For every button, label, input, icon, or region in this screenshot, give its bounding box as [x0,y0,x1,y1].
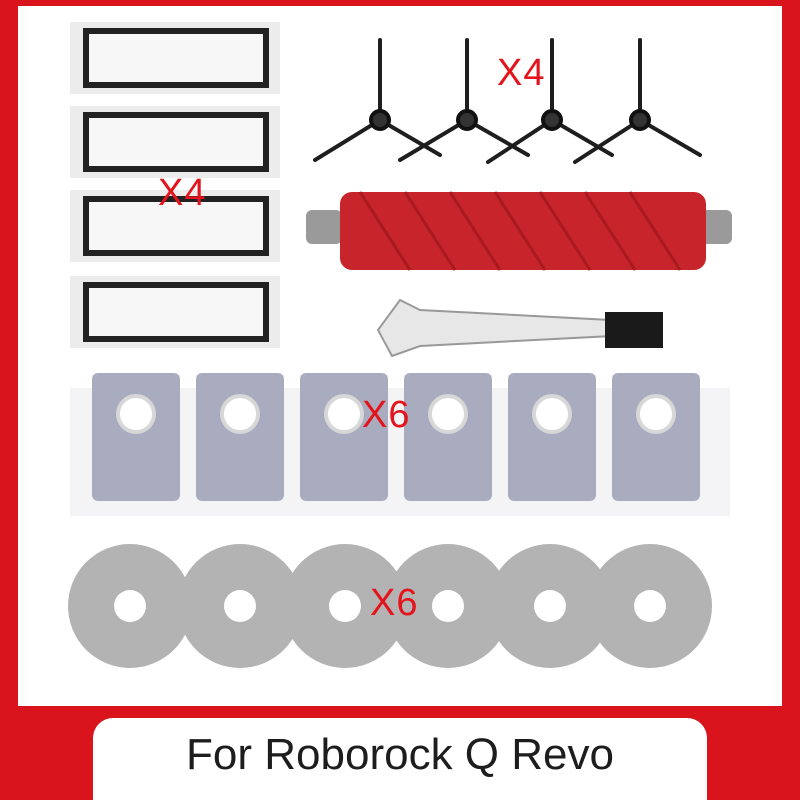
title-banner-box [93,718,707,800]
dust-bag [92,373,180,501]
dust-bag [300,373,388,501]
hepa-filter [70,22,280,94]
mop-pad [178,544,302,668]
side-brush [486,38,614,164]
mop-pad [588,544,712,668]
mop-pad-quantity: X6 [370,582,419,624]
hepa-filter [70,276,280,348]
mop-pad [386,544,510,668]
side-brush [313,38,442,162]
hepa-filter-quantity: X4 [158,172,207,214]
mop-pad [488,544,612,668]
dust-bag [612,373,700,501]
dust-bag [404,373,492,501]
side-brush [573,38,702,164]
dust-bag-quantity: X6 [362,394,411,436]
mop-pad [68,544,192,668]
dust-bag [508,373,596,501]
side-brush-quantity: X4 [497,52,546,94]
dust-bag [196,373,284,501]
hepa-filter [70,106,280,178]
side-brush [398,38,530,162]
product-title: For Roborock Q Revo [186,730,614,779]
mop-pad [283,544,407,668]
hepa-filter [70,190,280,262]
